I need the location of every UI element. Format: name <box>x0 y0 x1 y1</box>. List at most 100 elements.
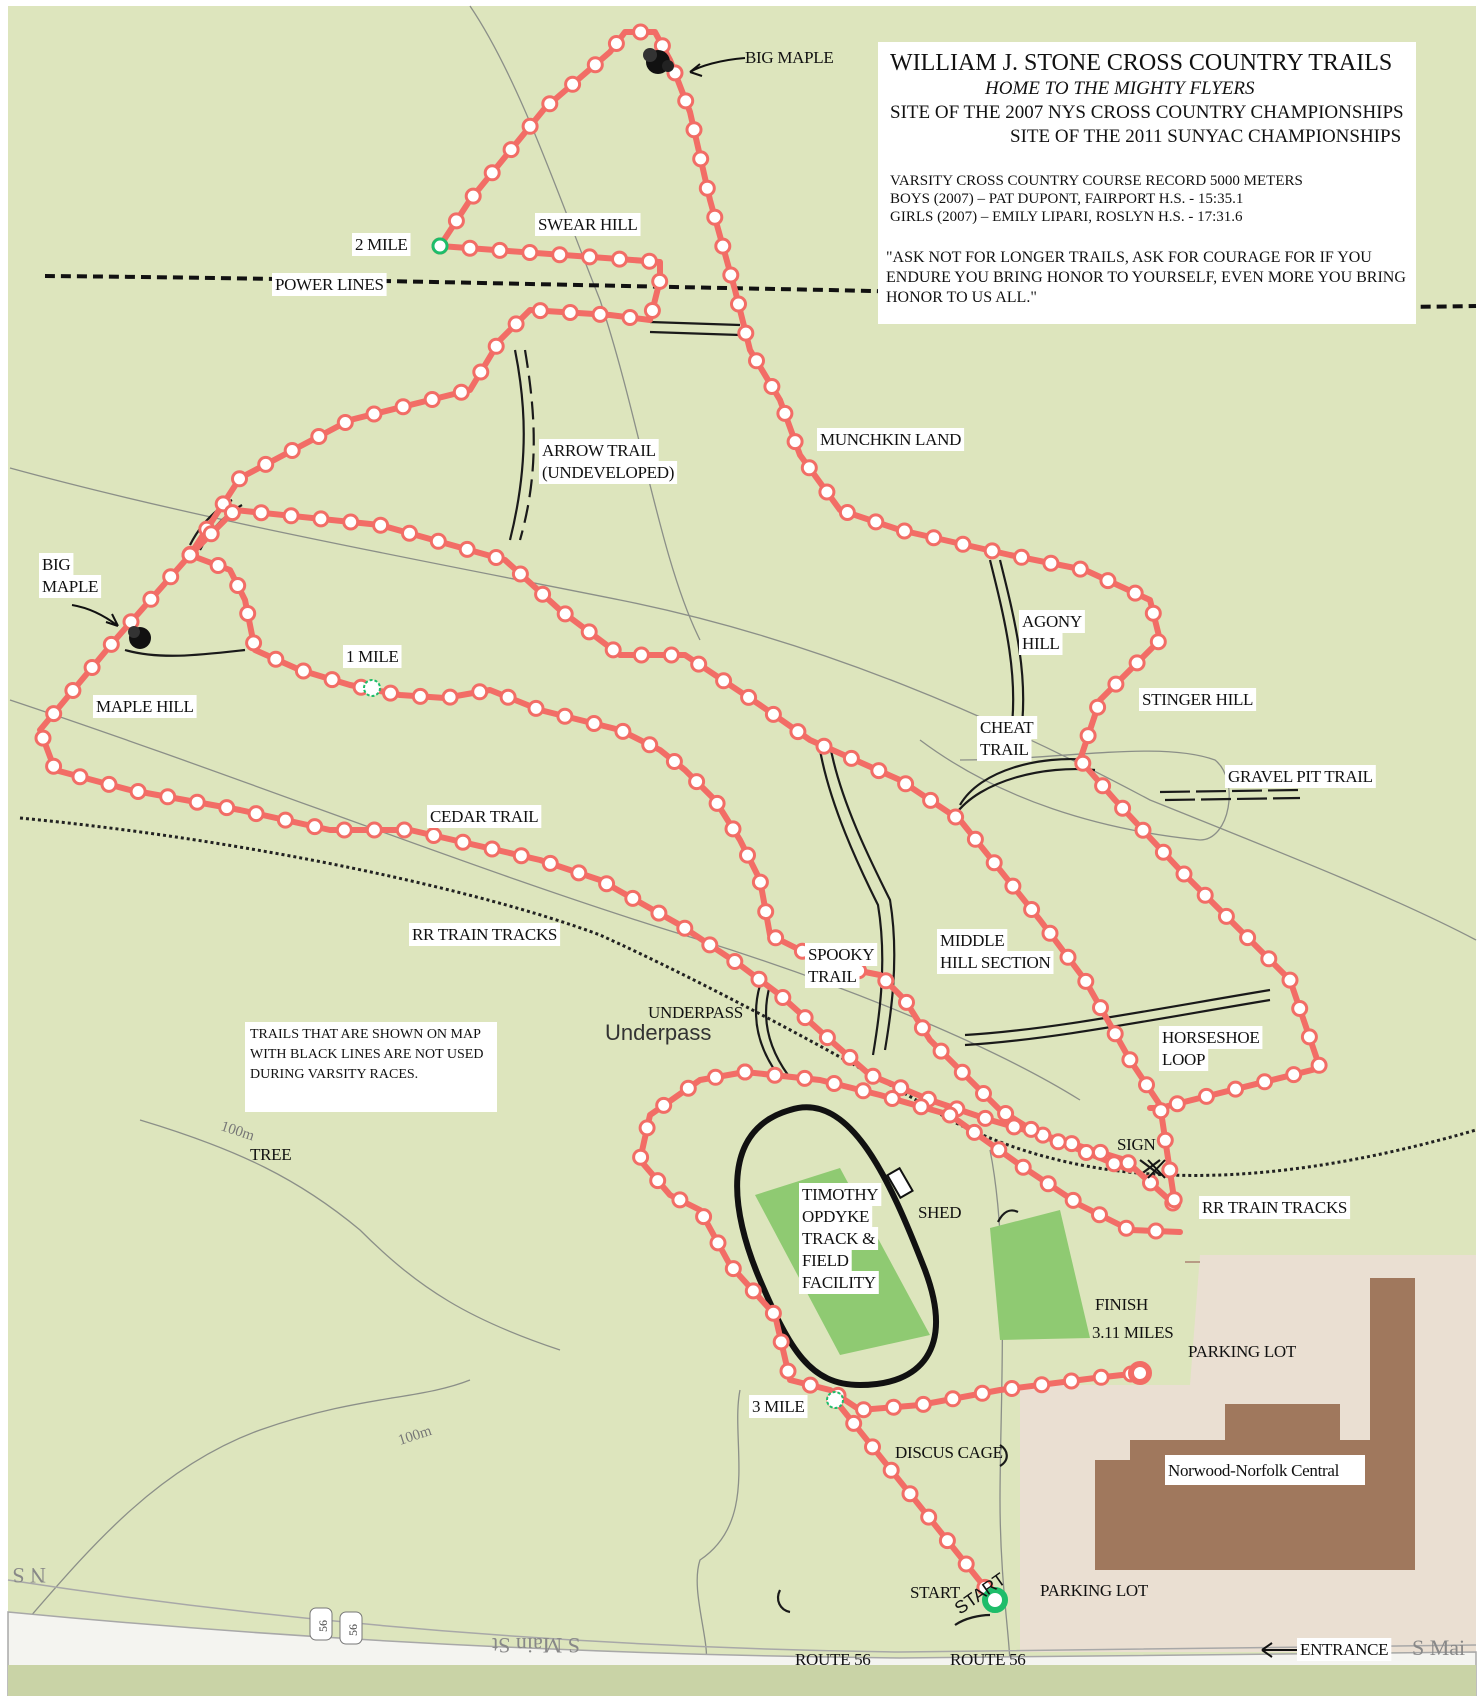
course-marker-dot <box>491 241 509 259</box>
course-marker-dot <box>624 889 642 907</box>
label-box <box>799 1183 882 1206</box>
course-marker-dot <box>604 641 622 659</box>
label-spooky-trail-1: SPOOKY <box>808 945 874 964</box>
course-marker-dot <box>1196 886 1214 904</box>
course-marker-dot <box>181 546 199 564</box>
label-cheat-trail-2: TRAIL <box>980 740 1029 759</box>
course-marker-dot <box>883 1090 901 1107</box>
title-line-1: WILLIAM J. STONE CROSS COUNTRY TRAILS <box>890 50 1392 76</box>
course-marker-dot <box>1005 1118 1023 1136</box>
course-marker-dot <box>512 847 530 865</box>
mile-marker-2 <box>431 237 449 255</box>
course-marker-dot <box>914 1395 932 1413</box>
course-marker-dot <box>701 936 719 954</box>
course-marker-dot <box>679 1079 697 1097</box>
course-marker-dot <box>692 150 710 168</box>
label-sign: SIGN <box>1117 1135 1155 1154</box>
course-marker-dot <box>1013 548 1030 566</box>
course-marker-dot <box>1134 821 1152 839</box>
label-facility-3: TRACK & <box>802 1229 875 1248</box>
course-marker-dot <box>1260 950 1278 968</box>
course-marker-dot <box>1041 924 1059 942</box>
route-56-shield-right: 56 <box>339 1611 363 1645</box>
course-marker-dot <box>815 737 833 755</box>
course-marker-dot <box>789 723 807 741</box>
course-marker-dot <box>845 1414 863 1432</box>
label-route-56-b: ROUTE 56 <box>950 1650 1026 1669</box>
course-marker-dot <box>521 244 539 261</box>
course-marker-dot <box>1154 843 1172 861</box>
course-marker-dot <box>941 1106 959 1124</box>
label-box <box>749 1395 808 1418</box>
course-marker-dot <box>1300 1028 1318 1046</box>
label-agony-hill-2: HILL <box>1022 634 1060 653</box>
label-box <box>539 461 678 484</box>
record-boys: BOYS (2007) – PAT DUPONT, FAIRPORT H.S. … <box>890 191 1243 207</box>
course-marker-dot <box>423 391 441 408</box>
label-box <box>1019 610 1085 633</box>
course-marker-dot <box>342 513 360 531</box>
label-box <box>799 1205 873 1228</box>
course-marker-dot <box>801 1376 819 1394</box>
arrow-icon <box>71 604 119 627</box>
course-marker-dot <box>864 1438 881 1456</box>
label-box <box>805 965 860 988</box>
course-marker-dot <box>1106 1025 1124 1043</box>
course-marker-dot <box>695 1208 713 1226</box>
course-marker-dot <box>461 239 479 257</box>
course-marker-dot <box>188 793 206 811</box>
course-marker-dot <box>965 1123 983 1141</box>
course-marker-dot <box>796 1069 814 1087</box>
label-rr-tracks-right: RR TRAIN TRACKS <box>1202 1198 1347 1217</box>
course-marker-dot <box>252 504 270 522</box>
course-marker-dot <box>632 1148 650 1166</box>
label-box <box>1225 765 1376 788</box>
course-marker-dot <box>556 707 574 725</box>
school-building <box>1095 1278 1415 1570</box>
course-marker-dot <box>1168 1095 1186 1113</box>
course-marker-dot <box>64 682 82 699</box>
record-header: VARSITY CROSS COUNTRY COURSE RECORD 5000… <box>890 173 1303 189</box>
course-marker-dot <box>452 383 470 401</box>
label-box <box>539 439 659 462</box>
course-marker-dot <box>223 504 241 522</box>
label-box <box>817 428 965 451</box>
label-gravel-pit-trail: GRAVEL PIT TRAIL <box>1228 767 1373 786</box>
label-parking-lot-top: PARKING LOT <box>1188 1342 1297 1361</box>
label-box <box>272 273 387 296</box>
course-marker-dot <box>1014 1158 1032 1176</box>
label-big-maple-left-1: BIG <box>42 555 70 574</box>
course-marker-dot <box>748 352 765 370</box>
course-marker-dot <box>685 121 703 139</box>
quote-block: "ASK NOT FOR LONGER TRAILS, ASK FOR COUR… <box>886 249 1406 306</box>
course-marker-dot <box>202 525 220 543</box>
course-marker-dot <box>394 398 412 416</box>
label-box <box>977 738 1032 761</box>
title-line-3: SITE OF THE 2007 NYS CROSS COUNTRY CHAMP… <box>890 102 1404 123</box>
label-box <box>39 575 102 598</box>
course-marker-dot <box>312 510 330 528</box>
course-marker-dot <box>842 749 860 767</box>
course-marker-dot <box>997 1105 1015 1122</box>
course-marker-dot <box>551 246 569 264</box>
course-marker-dot <box>990 1141 1008 1159</box>
course-marker-dot <box>464 187 482 205</box>
course-marker-dot <box>825 1075 843 1092</box>
label-horseshoe-1: HORSESHOE <box>1162 1028 1259 1047</box>
course-marker-dot <box>838 504 856 521</box>
course-marker-dot <box>766 1066 784 1084</box>
label-box <box>1159 1026 1263 1049</box>
label-facility-1: TIMOTHY <box>802 1185 878 1204</box>
course-marker-dot <box>641 736 659 754</box>
label-big-maple-top: BIG MAPLE <box>745 48 833 67</box>
course-marker-dot <box>973 1384 991 1402</box>
course-marker-dot <box>45 705 63 723</box>
course-marker-dot <box>614 722 632 740</box>
course-marker-dot <box>1149 633 1167 651</box>
course-marker-dot <box>34 729 52 747</box>
course-marker-dot <box>898 993 915 1011</box>
course-marker-dot <box>411 687 429 705</box>
course-marker-dot <box>267 650 285 668</box>
label-stinger-hill: STINGER HILL <box>1142 690 1253 709</box>
